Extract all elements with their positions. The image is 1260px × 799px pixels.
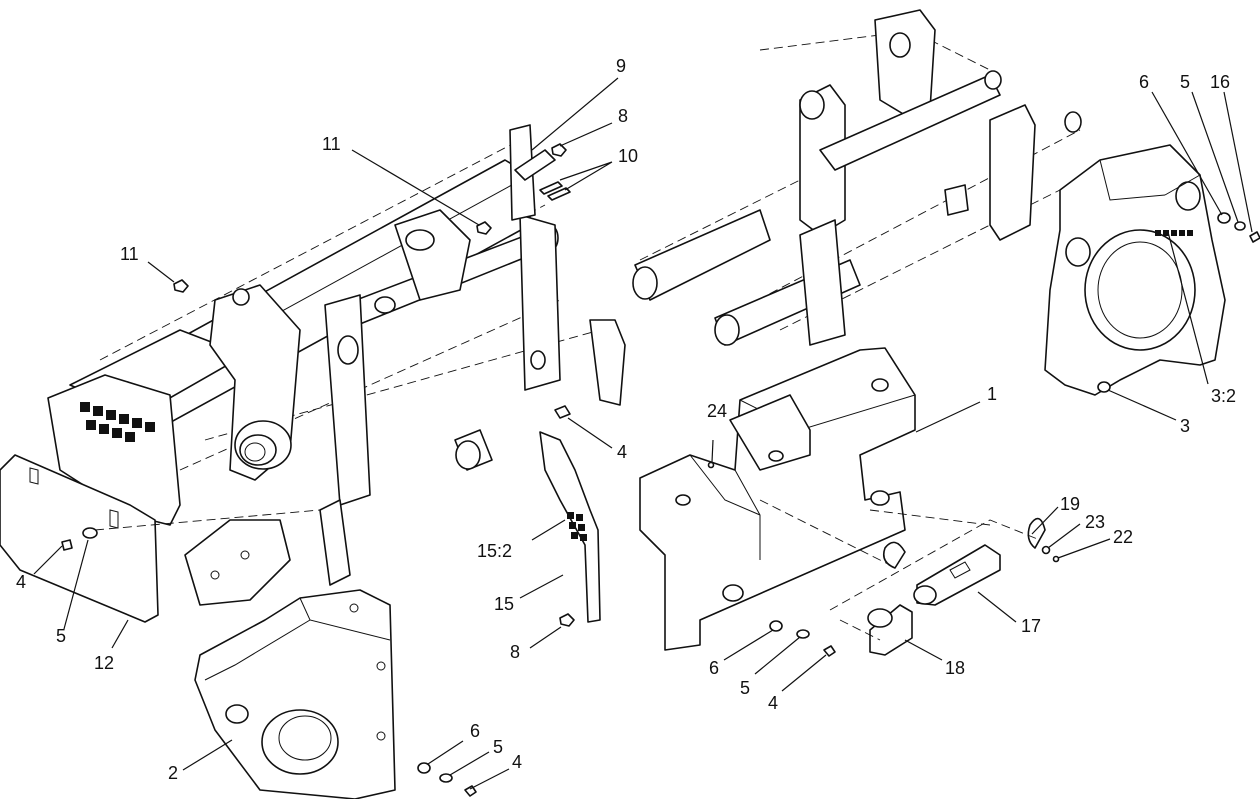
callout-2: 2 xyxy=(168,763,178,783)
warning-decal-icons xyxy=(80,402,155,442)
rear-frame xyxy=(632,9,1082,346)
callout-4: 4 xyxy=(768,693,778,713)
callout-3: 3 xyxy=(1180,416,1190,436)
bracket-decal xyxy=(567,512,587,541)
callout-12: 12 xyxy=(94,653,114,673)
decal-plate xyxy=(47,374,181,526)
callout-5: 5 xyxy=(493,737,503,757)
callout-4: 4 xyxy=(16,572,26,592)
callout-6: 6 xyxy=(470,721,480,741)
center-guard xyxy=(639,347,991,651)
callout-4: 4 xyxy=(512,752,522,772)
callout-5: 5 xyxy=(56,626,66,646)
shaft-components xyxy=(829,517,1060,656)
callout-5: 5 xyxy=(740,678,750,698)
callout-18: 18 xyxy=(945,658,965,678)
callout-9: 9 xyxy=(616,56,626,76)
callout-11: 11 xyxy=(120,244,139,264)
callout-19: 19 xyxy=(1060,494,1080,514)
leader-lines xyxy=(33,77,1253,790)
callout-22: 22 xyxy=(1113,527,1133,547)
callout-10: 10 xyxy=(618,146,638,166)
main-frame-assembly xyxy=(69,124,626,606)
callout-4: 4 xyxy=(617,442,627,462)
callout-8: 8 xyxy=(618,106,628,126)
callout-5: 5 xyxy=(1180,72,1190,92)
center-bracket xyxy=(539,431,601,623)
guard-decal xyxy=(1155,230,1193,236)
callout-labels: 9 8 10 11 11 4 15:2 15 8 4 5 12 2 6 5 4 … xyxy=(16,56,1236,783)
callout-1: 1 xyxy=(987,384,997,404)
callout-11: 11 xyxy=(322,134,341,154)
callout-23: 23 xyxy=(1085,512,1105,532)
shield-plate xyxy=(0,454,321,623)
callout-16: 16 xyxy=(1210,72,1230,92)
belt-cover xyxy=(194,589,396,799)
side-guard xyxy=(1044,144,1226,396)
callout-3-2: 3:2 xyxy=(1211,386,1236,406)
callout-24: 24 xyxy=(707,401,727,421)
callout-8: 8 xyxy=(510,642,520,662)
callout-17: 17 xyxy=(1021,616,1041,636)
callout-6: 6 xyxy=(709,658,719,678)
callout-15-2: 15:2 xyxy=(477,541,512,561)
hardware xyxy=(61,143,1260,797)
callout-15: 15 xyxy=(494,594,514,614)
callout-6: 6 xyxy=(1139,72,1149,92)
